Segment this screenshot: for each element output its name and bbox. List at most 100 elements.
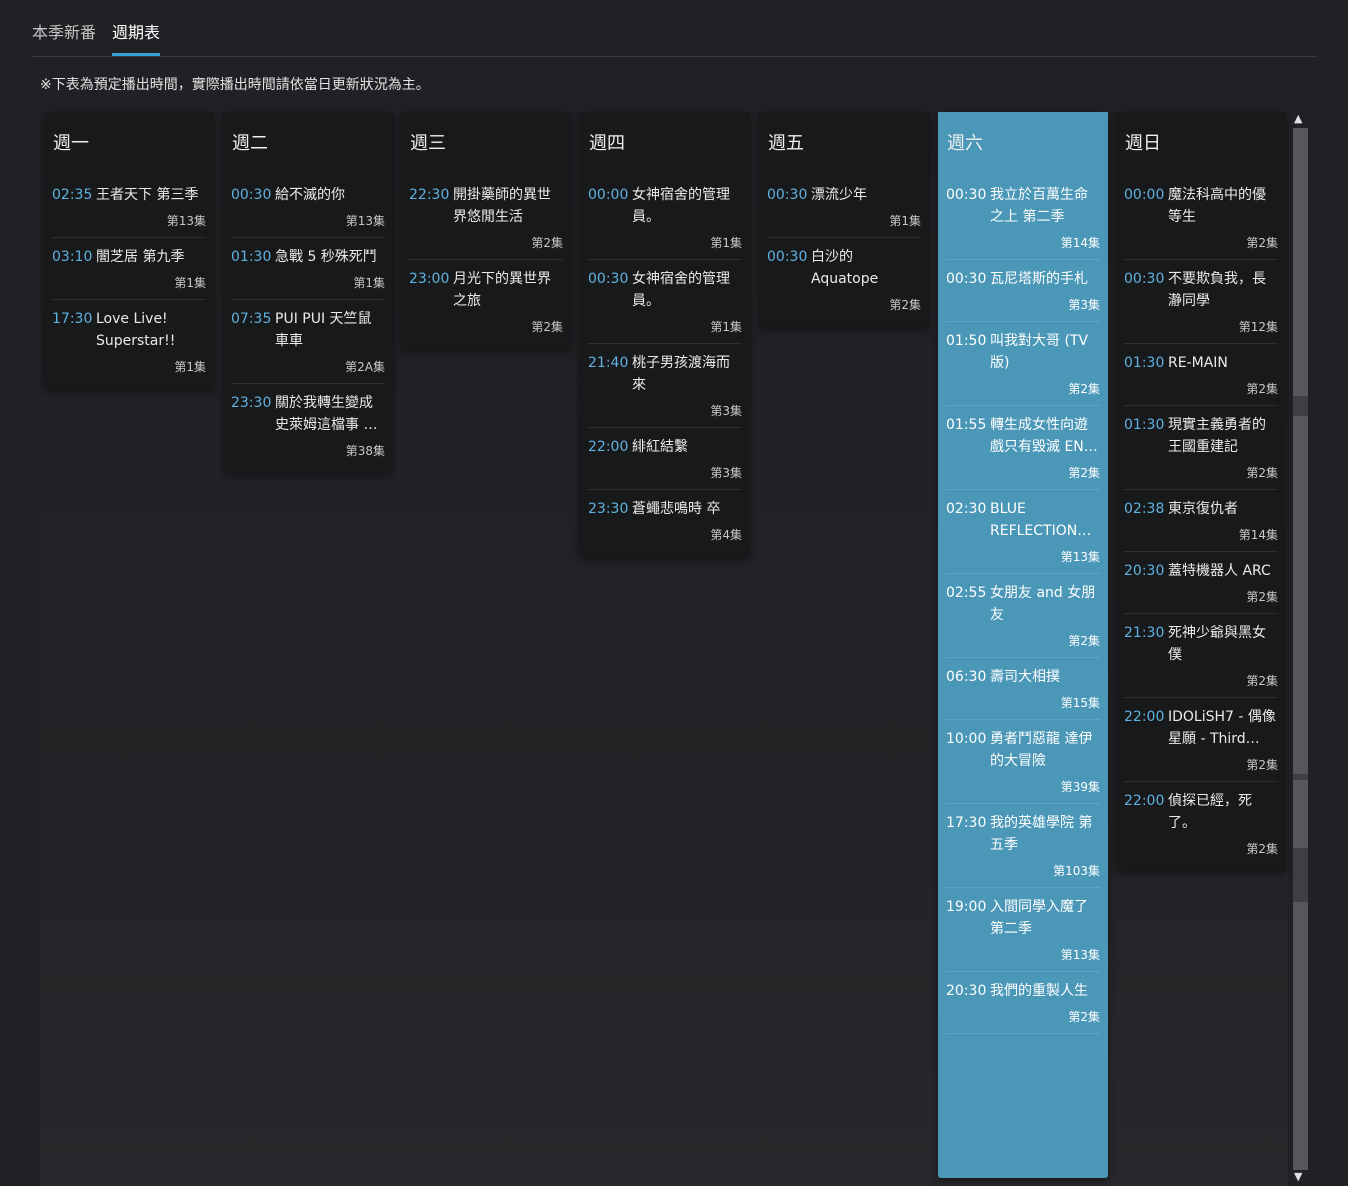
anime-title-link[interactable]: 蒼蠅悲鳴時 卒 (632, 501, 721, 517)
anime-title-link[interactable]: 關於我轉生變成史萊姆這檔事 … (275, 395, 378, 433)
day-heading: 週四 (589, 133, 625, 154)
scroll-segment[interactable] (1293, 416, 1308, 774)
anime-title-link[interactable]: 月光下的異世界之旅 (453, 271, 551, 309)
anime-title-link[interactable]: 我的英雄學院 第五季 (990, 815, 1093, 853)
anime-title-link[interactable]: 東京復仇者 (1168, 501, 1238, 517)
tab-bar: 本季新番 週期表 (32, 0, 1317, 57)
anime-title-link[interactable]: 瓦尼塔斯的手札 (990, 271, 1088, 287)
anime-title-link[interactable]: 漂流少年 (811, 187, 867, 203)
air-time: 23:30 (231, 395, 272, 411)
anime-title-link[interactable]: 開掛藥師的異世界悠閒生活 (453, 187, 551, 225)
anime-title-link[interactable]: 給不滅的你 (275, 187, 345, 203)
anime-title-link[interactable]: 急戰 5 秒殊死鬥 (275, 249, 377, 265)
anime-title-link[interactable]: RE-MAIN (1168, 355, 1228, 371)
vertical-scrollbar[interactable]: ▲ ▼ (1292, 112, 1309, 1186)
anime-title-link[interactable]: 蓋特機器人 ARC (1168, 563, 1271, 579)
anime-title-link[interactable]: 白沙的 Aquatope (811, 249, 879, 287)
episode-label: 第4集 (710, 528, 742, 542)
anime-title-link[interactable]: PUI PUI 天竺鼠車車 (275, 311, 372, 349)
episode-label: 第14集 (1238, 528, 1278, 542)
episode-label: 第2集 (1246, 466, 1278, 480)
anime-title-link[interactable]: 現實主義勇者的王國重建記 (1168, 417, 1266, 455)
anime-title-link[interactable]: 入間同學入魔了 第二季 (990, 899, 1088, 937)
scroll-up-icon[interactable]: ▲ (1294, 112, 1303, 125)
anime-title-link[interactable]: 我們的重製人生 (990, 983, 1088, 999)
anime-title-link[interactable]: 王者天下 第三季 (96, 187, 199, 203)
anime-title-link[interactable]: 不要欺負我，長瀞同學 (1168, 271, 1266, 309)
anime-title-link[interactable]: BLUE REFLECTION :… (990, 501, 1078, 539)
anime-title-link[interactable]: 闇芝居 第九季 (96, 249, 185, 265)
episode-label: 第2集 (1246, 382, 1278, 396)
anime-title-link[interactable]: Love Live! Superstar!! (96, 311, 176, 349)
anime-title-link[interactable]: 我立於百萬生命之上 第二季 (990, 187, 1088, 225)
tab-weekly-schedule[interactable]: 週期表 (112, 22, 161, 56)
air-time: 21:40 (588, 355, 629, 371)
episode-label: 第2集 (1246, 758, 1278, 772)
anime-title-link[interactable]: 轉生成女性向遊戲只有毀滅 EN… (990, 417, 1098, 455)
anime-title-link[interactable]: IDOLiSH7 - 偶像星願 - Third… (1168, 709, 1276, 747)
anime-title-link[interactable]: 魔法科高中的優等生 (1168, 187, 1266, 225)
anime-title-link[interactable]: 壽司大相撲 (990, 669, 1060, 685)
anime-title-link[interactable]: 女朋友 and 女朋友 (990, 585, 1096, 623)
anime-title-link[interactable]: 死神少爺與黑女僕 (1168, 625, 1266, 663)
anime-title-link[interactable]: 桃子男孩渡海而來 (632, 355, 730, 393)
air-time: 20:30 (1124, 563, 1165, 579)
day-heading: 週三 (410, 133, 446, 154)
schedule-notice: ※下表為預定播出時間，實際播出時間請依當日更新狀況為主。 (40, 77, 430, 93)
scroll-segment[interactable] (1293, 902, 1308, 1170)
anime-title-link[interactable]: 勇者鬥惡龍 達伊的大冒險 (990, 731, 1093, 769)
scroll-segment[interactable] (1293, 780, 1308, 848)
anime-title-link[interactable]: 叫我對大哥 (TV版) (990, 333, 1089, 371)
scroll-down-icon[interactable]: ▼ (1294, 1170, 1303, 1183)
tab-current-season[interactable]: 本季新番 (32, 23, 97, 42)
scroll-segment[interactable] (1293, 128, 1308, 396)
anime-title-link[interactable]: 偵探已經，死了。 (1168, 793, 1252, 831)
anime-title-link[interactable]: 女神宿舍的管理員。 (632, 271, 730, 309)
anime-title-link[interactable]: 女神宿舍的管理員。 (632, 187, 730, 225)
anime-title-link[interactable]: 緋紅結繫 (632, 439, 688, 455)
air-time: 07:35 (231, 311, 272, 327)
